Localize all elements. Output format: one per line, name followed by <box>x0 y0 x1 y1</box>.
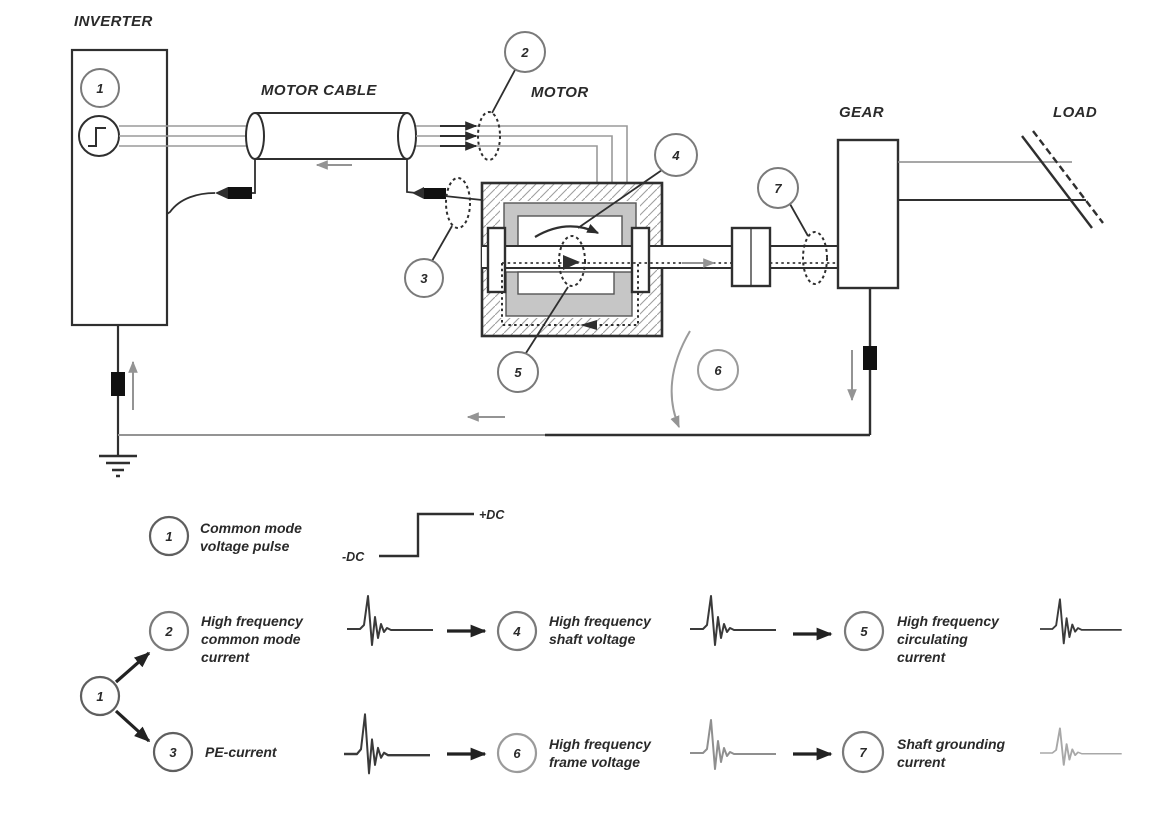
legend-6-line2: frame voltage <box>549 754 640 770</box>
callout-1-number: 1 <box>96 81 103 96</box>
legend-branch-1-number: 1 <box>96 689 103 704</box>
dc-step-icon <box>379 512 474 558</box>
legend-6-number: 6 <box>513 746 521 761</box>
legend-2-number: 2 <box>164 624 173 639</box>
ground-icon <box>99 454 137 478</box>
callout-circle-1 <box>80 68 120 108</box>
waveform-icon-4 <box>689 595 777 646</box>
legend-7-line2: current <box>897 754 947 770</box>
load-slash-icon <box>1021 130 1104 229</box>
circulating-current-arrow <box>580 320 597 330</box>
legend-branch: 1 <box>79 651 151 743</box>
legend-2-line3: current <box>201 649 251 665</box>
measure-loop-5 <box>558 235 586 287</box>
shaft-arrowhead <box>563 255 580 270</box>
legend-2-line1: High frequency <box>201 613 304 629</box>
measure-loop-7 <box>802 231 828 285</box>
legend-4-number: 4 <box>512 624 521 639</box>
legend-item-7: 7 Shaft grounding current <box>841 727 1123 774</box>
label-motor-cable: MOTOR CABLE <box>261 82 377 99</box>
legend-7-number: 7 <box>859 745 867 760</box>
legend-5-line2: circulating <box>897 631 968 647</box>
label-motor: MOTOR <box>531 84 589 101</box>
legend-item-2: 2 High frequency common mode current <box>148 595 434 665</box>
callout-5-number: 5 <box>514 365 522 380</box>
legend-1-line2: voltage pulse <box>200 538 290 554</box>
label-load: LOAD <box>1053 104 1097 121</box>
legend-3-line1: PE-current <box>205 744 278 760</box>
legend-item-3: 3 PE-current <box>152 713 432 775</box>
legend-5-line1: High frequency <box>897 613 1000 629</box>
gear-block: GEAR <box>836 104 900 290</box>
ground-return-path <box>99 288 877 478</box>
motor-block: MOTOR <box>480 84 838 338</box>
legend-7-line1: Shaft grounding <box>897 736 1006 752</box>
bearing-right <box>630 226 651 294</box>
ferrite-block-inverter <box>111 372 125 396</box>
legend-3-number: 3 <box>169 745 177 760</box>
callout-7-number: 7 <box>774 181 782 196</box>
legend-6-line1: High frequency <box>549 736 652 752</box>
legend-4-line1: High frequency <box>549 613 652 629</box>
motor-cable: MOTOR CABLE <box>245 82 417 170</box>
shield-wire-right <box>406 159 483 201</box>
label-gear: GEAR <box>839 104 884 121</box>
phase-lines-left <box>119 125 255 147</box>
shield-wire-left <box>166 159 256 215</box>
shaft-coupling <box>730 226 772 288</box>
shaft-voltage-arc-arrow <box>534 223 600 238</box>
waveform-icon-7 <box>1039 727 1123 766</box>
legend-item-4: 4 High frequency shaft voltage <box>496 595 777 652</box>
waveform-icon-5 <box>1039 598 1123 645</box>
ferrite-block-gear <box>863 346 877 370</box>
legend-5-line3: current <box>897 649 947 665</box>
legend-1-number: 1 <box>165 529 172 544</box>
legend-2-line2: common mode <box>201 631 301 647</box>
phase-lines-right <box>416 125 628 184</box>
load-block: LOAD <box>898 104 1104 229</box>
inverter-block: INVERTER 1 <box>70 13 169 327</box>
bearing-left <box>486 226 507 294</box>
label-inverter: INVERTER <box>74 13 153 30</box>
diagram-callouts: 2 3 4 5 6 7 <box>404 31 809 393</box>
minus-dc-label: -DC <box>342 550 365 564</box>
waveform-icon-3 <box>342 713 432 775</box>
callout-3-number: 3 <box>420 271 428 286</box>
waveform-icon-6 <box>689 719 777 770</box>
circulating-current-loop <box>501 263 639 326</box>
measure-loop-2 <box>477 111 501 161</box>
pulse-icon <box>78 115 120 157</box>
waveform-icon-2 <box>346 595 434 646</box>
legend-item-1: 1 Common mode voltage pulse -DC +DC <box>148 508 505 564</box>
legend-item-6: 6 High frequency frame voltage <box>496 719 777 774</box>
legend-item-5: 5 High frequency circulating current <box>843 598 1123 665</box>
callout-6-number: 6 <box>714 363 722 378</box>
legend-4-line2: shaft voltage <box>549 631 636 647</box>
frame-voltage-arc-arrow <box>670 330 691 429</box>
callout-4-number: 4 <box>671 148 680 163</box>
common-mode-current-arrows <box>440 121 478 151</box>
legend-5-number: 5 <box>860 624 868 639</box>
callout-2-number: 2 <box>520 45 529 60</box>
measure-loop-3 <box>445 177 471 229</box>
plus-dc-label: +DC <box>479 508 505 522</box>
legend-1-line1: Common mode <box>200 520 302 536</box>
